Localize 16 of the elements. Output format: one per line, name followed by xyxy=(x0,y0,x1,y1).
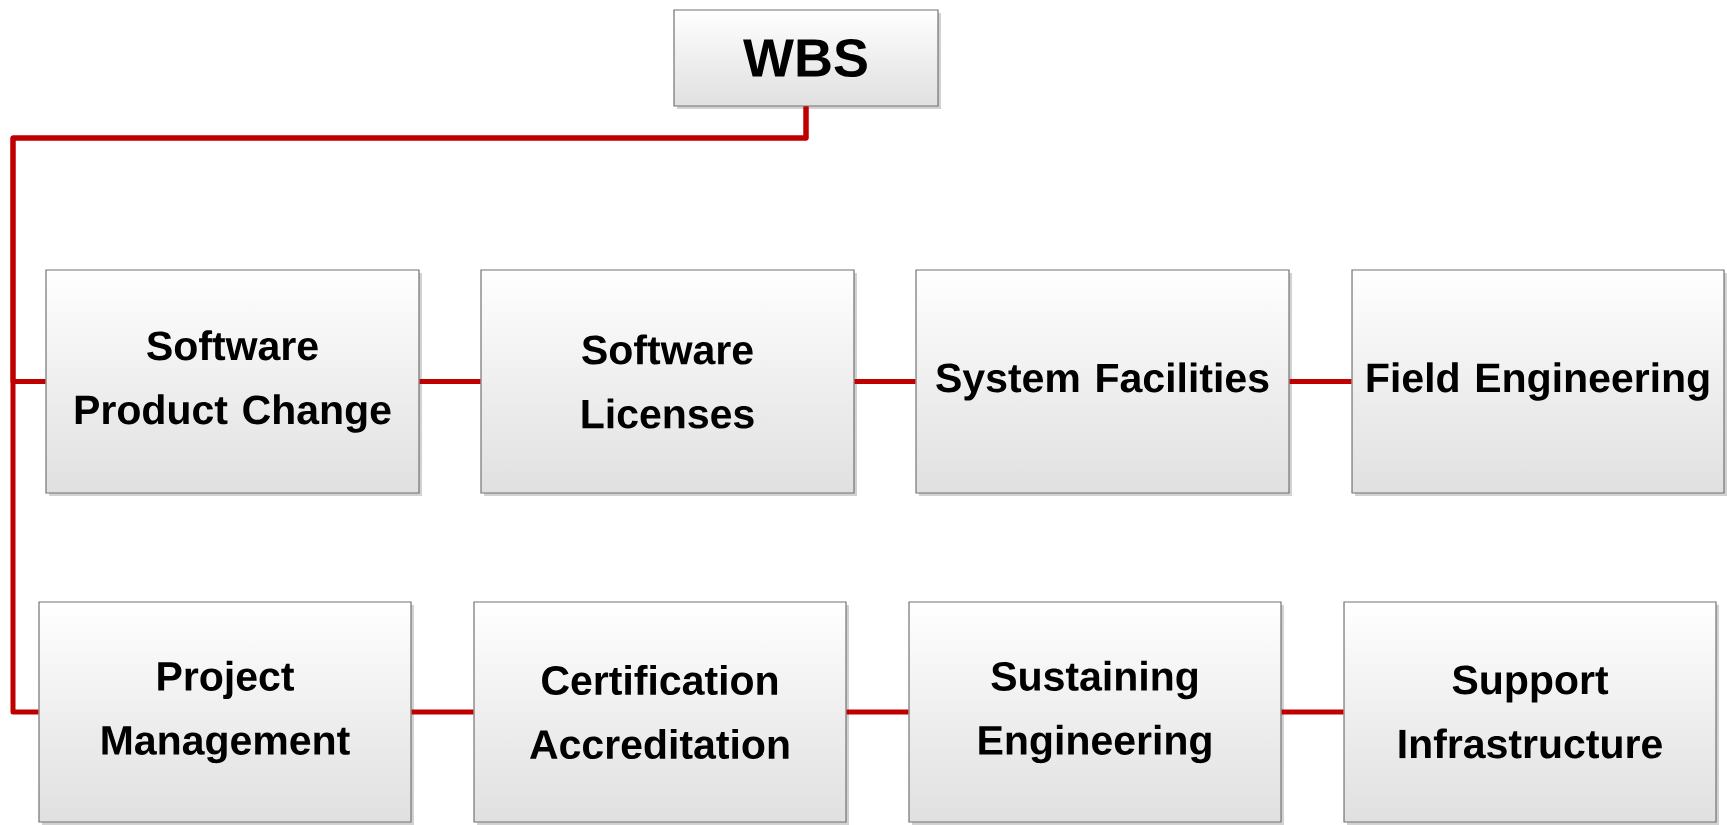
connector-line xyxy=(846,709,909,715)
connector-line xyxy=(1281,709,1344,715)
title-box: WBS xyxy=(673,9,941,109)
connector-line xyxy=(411,709,474,715)
work-package-box: Certification Accreditation xyxy=(473,601,849,825)
connector-line xyxy=(1289,379,1352,384)
work-package-box: System Facilities xyxy=(915,269,1292,496)
work-package-box: Software Licenses xyxy=(480,269,857,496)
connector-line xyxy=(854,379,916,384)
connector-line xyxy=(10,106,809,715)
work-package-box: Software Product Change xyxy=(45,269,422,496)
work-package-box: Sustaining Engineering xyxy=(908,601,1284,825)
connector-line xyxy=(419,379,481,384)
work-package-box: Field Engineering xyxy=(1351,269,1727,496)
work-package-box: Support Infrastructure xyxy=(1343,601,1719,825)
work-package-box: Project Management xyxy=(38,601,414,825)
